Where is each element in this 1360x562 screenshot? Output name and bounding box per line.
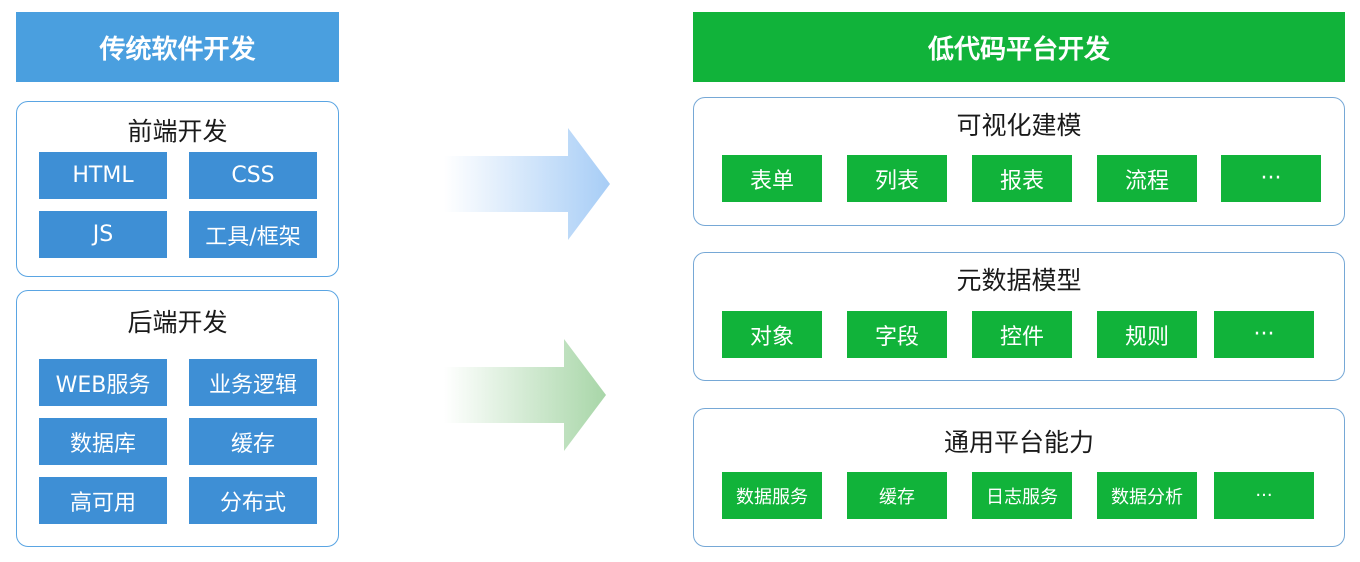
chip-log-service: 日志服务 (972, 472, 1072, 519)
chip-object: 对象 (722, 311, 822, 358)
chip-js: JS (39, 211, 167, 258)
frontend-title: 前端开发 (127, 117, 228, 146)
chip-rule: 规则 (1097, 311, 1197, 358)
arrow-green-icon (444, 339, 606, 451)
chip-web-service: WEB服务 (39, 359, 167, 406)
visual-modeling-panel: 可视化建模 表单 列表 报表 流程 ··· (693, 97, 1345, 226)
platform-capabilities-title: 通用平台能力 (943, 428, 1094, 457)
platform-capabilities-panel: 通用平台能力 数据服务 缓存 日志服务 数据分析 ··· (693, 408, 1345, 547)
chip-report: 报表 (972, 155, 1072, 202)
backend-title: 后端开发 (127, 308, 228, 337)
chip-css: CSS (189, 152, 317, 199)
visual-modeling-title: 可视化建模 (956, 111, 1082, 140)
chip-platform-cache: 缓存 (847, 472, 947, 519)
metadata-model-panel: 元数据模型 对象 字段 控件 规则 ··· (693, 252, 1345, 381)
traditional-dev-header: 传统软件开发 (16, 12, 339, 82)
frontend-panel: 前端开发 HTML CSS JS 工具/框架 (16, 101, 339, 277)
chip-form: 表单 (722, 155, 822, 202)
chip-tools-framework: 工具/框架 (189, 211, 317, 258)
chip-list: 列表 (847, 155, 947, 202)
chip-database: 数据库 (39, 418, 167, 465)
chip-business-logic: 业务逻辑 (189, 359, 317, 406)
arrow-blue-icon (444, 128, 610, 240)
backend-panel: 后端开发 WEB服务 业务逻辑 数据库 缓存 高可用 分布式 (16, 290, 339, 547)
chip-control: 控件 (972, 311, 1072, 358)
low-code-dev-header: 低代码平台开发 (693, 12, 1345, 82)
chip-data-analysis: 数据分析 (1097, 472, 1197, 519)
chip-data-service: 数据服务 (722, 472, 822, 519)
chip-more-platform: ··· (1214, 472, 1314, 519)
chip-workflow: 流程 (1097, 155, 1197, 202)
chip-cache: 缓存 (189, 418, 317, 465)
metadata-model-title: 元数据模型 (956, 266, 1082, 295)
chip-field: 字段 (847, 311, 947, 358)
chip-distributed: 分布式 (189, 477, 317, 524)
chip-more-meta: ··· (1214, 311, 1314, 358)
chip-high-availability: 高可用 (39, 477, 167, 524)
chip-html: HTML (39, 152, 167, 199)
chip-more-visual: ··· (1221, 155, 1321, 202)
